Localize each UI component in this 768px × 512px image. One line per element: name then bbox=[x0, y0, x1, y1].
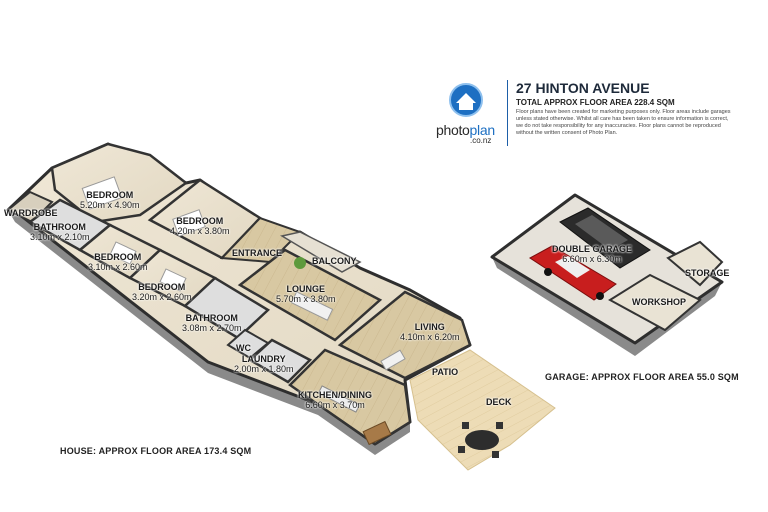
dining-table bbox=[362, 420, 392, 446]
room-label-balcony: BALCONY bbox=[312, 256, 357, 266]
bed-1 bbox=[81, 176, 123, 210]
logo-word-dark: photo bbox=[436, 122, 470, 138]
room-label-workshop: WORKSHOP bbox=[632, 297, 686, 307]
header-divider bbox=[507, 80, 508, 146]
header-block: 27 HINTON AVENUE TOTAL APPROX FLOOR AREA… bbox=[510, 80, 760, 137]
bed-4 bbox=[159, 268, 187, 292]
kitchen-dining-floor bbox=[288, 348, 412, 446]
room-label-patio: PATIO bbox=[432, 367, 459, 377]
deck-floor bbox=[409, 349, 556, 471]
total-area: TOTAL APPROX FLOOR AREA 228.4 SQM bbox=[516, 98, 675, 107]
garage-area-note: GARAGE: APPROX FLOOR AREA 55.0 SQM bbox=[545, 372, 739, 382]
bed-3 bbox=[109, 241, 137, 265]
room-label-entrance: ENTRANCE bbox=[232, 248, 283, 258]
room-label-wardrobe: WARDROBE bbox=[4, 208, 58, 218]
bathroom-2-floor bbox=[182, 276, 271, 340]
photoplan-logo-text: photoplan bbox=[436, 122, 495, 138]
property-title: 27 HINTON AVENUE bbox=[516, 80, 650, 96]
red-car-icon bbox=[529, 245, 617, 301]
kitchen-bench bbox=[317, 385, 361, 413]
balcony-floor bbox=[280, 231, 362, 273]
wardrobe-floor bbox=[6, 190, 54, 224]
outdoor-table-icon bbox=[458, 422, 503, 458]
photoplan-logo-icon bbox=[449, 83, 483, 117]
room-label-storage: STORAGE bbox=[685, 268, 730, 278]
bedroom-1-floor bbox=[50, 142, 189, 224]
dark-car-icon bbox=[559, 207, 651, 269]
house-block bbox=[6, 142, 472, 455]
laundry-floor bbox=[247, 338, 313, 384]
logo-word-blue: plan bbox=[469, 122, 496, 138]
workshop-floor bbox=[608, 273, 702, 332]
storage-floor bbox=[666, 240, 724, 287]
lounge-floor bbox=[237, 248, 383, 342]
disclaimer-text: Floor plans have been created for market… bbox=[516, 109, 731, 136]
garage-block bbox=[490, 193, 724, 356]
lounge-sofa bbox=[290, 291, 334, 321]
room-label-deck: DECK bbox=[486, 397, 512, 407]
lounge-plant bbox=[294, 257, 306, 269]
room-label-wc: WC bbox=[236, 343, 251, 353]
living-floor bbox=[337, 290, 472, 380]
photoplan-logo-sub: .co.nz bbox=[470, 136, 492, 145]
bed-2 bbox=[172, 209, 206, 237]
house-area-note: HOUSE: APPROX FLOOR AREA 173.4 SQM bbox=[60, 446, 252, 456]
living-sofa bbox=[380, 349, 406, 371]
garage-wall-side bbox=[492, 257, 722, 356]
